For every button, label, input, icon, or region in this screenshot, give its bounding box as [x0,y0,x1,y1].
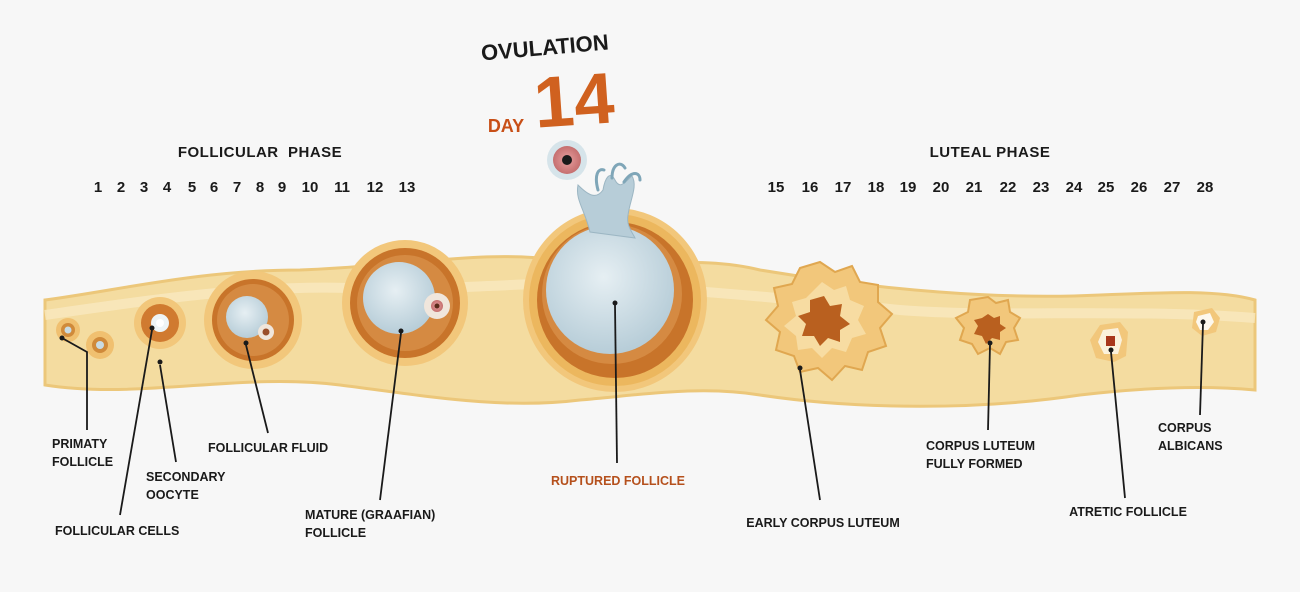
luteal-day-numbers: 15 16 17 18 19 20 21 22 23 24 25 26 27 2… [768,179,1214,196]
early-corpus-luteum-label: EARLY CORPUS LUTEUM [746,516,900,530]
day-label: 5 [188,179,196,196]
follicular-day-numbers: 1 2 3 4 5 6 7 8 9 10 11 12 13 [94,179,416,196]
day-label: 1 [94,179,102,196]
day-label: 7 [233,179,241,196]
day-label: 4 [163,179,172,196]
day-label: 28 [1197,179,1214,196]
secondary-oocyte-label-line1: SECONDARY [146,470,226,484]
day-label: 16 [802,179,819,196]
atretic-follicle [1090,322,1128,362]
day-label: 26 [1131,179,1148,196]
day-label: 21 [966,179,983,196]
day-label: 8 [256,179,264,196]
atretic-follicle-label: ATRETIC FOLLICLE [1069,505,1187,519]
day-label: 3 [140,179,148,196]
day-label: 17 [835,179,852,196]
secondary-oocyte-label-line2: OOCYTE [146,488,199,502]
corpus-albicans-label-line2: ALBICANS [1158,439,1223,453]
ruptured-follicle [523,140,707,392]
day-label: 24 [1066,179,1083,196]
follicular-cells-label: FOLLICULAR CELLS [55,524,179,538]
antral-follicle [204,271,302,369]
day-label: 18 [868,179,885,196]
day-label: 25 [1098,179,1115,196]
day-label: 20 [933,179,950,196]
leader-lines [59,300,1206,516]
early-corpus-luteum [764,260,894,382]
day-number: 14 [531,58,616,143]
mature-follicle-label-line1: MATURE (GRAAFIAN) [305,508,435,522]
day-label: 13 [399,179,416,196]
ruptured-follicle-label: RUPTURED FOLLICLE [551,474,685,488]
corpus-luteum-fully-formed [954,295,1022,356]
day-label: 22 [1000,179,1017,196]
follicular-fluid-label: FOLLICULAR FLUID [208,441,328,455]
day-label: 9 [278,179,286,196]
day-label: 19 [900,179,917,196]
follicular-phase-heading: FOLLICULAR PHASE [178,144,342,161]
mature-follicle-label-line2: FOLLICLE [305,526,366,540]
secondary-follicle [134,297,186,349]
day-label: 11 [334,179,350,196]
corpus-luteum-formed-label-line2: FULLY FORMED [926,457,1023,471]
day-label: 23 [1033,179,1050,196]
day-label: 12 [367,179,384,196]
corpus-albicans-label-line1: CORPUS [1158,421,1211,435]
primary-follicles [56,318,114,359]
primary-follicle-label-line2: FOLLICLE [52,455,113,469]
day-label: 6 [210,179,218,196]
day-label: 15 [768,179,785,196]
day-label: 2 [117,179,125,196]
day-word: DAY [488,116,524,136]
mature-graafian-follicle [342,240,468,366]
day-label: 27 [1164,179,1181,196]
corpus-luteum-formed-label-line1: CORPUS LUTEUM [926,439,1035,453]
luteal-phase-heading: LUTEAL PHASE [930,144,1051,161]
primary-follicle-label-line1: PRIMATY [52,437,108,451]
day-label: 10 [302,179,319,196]
